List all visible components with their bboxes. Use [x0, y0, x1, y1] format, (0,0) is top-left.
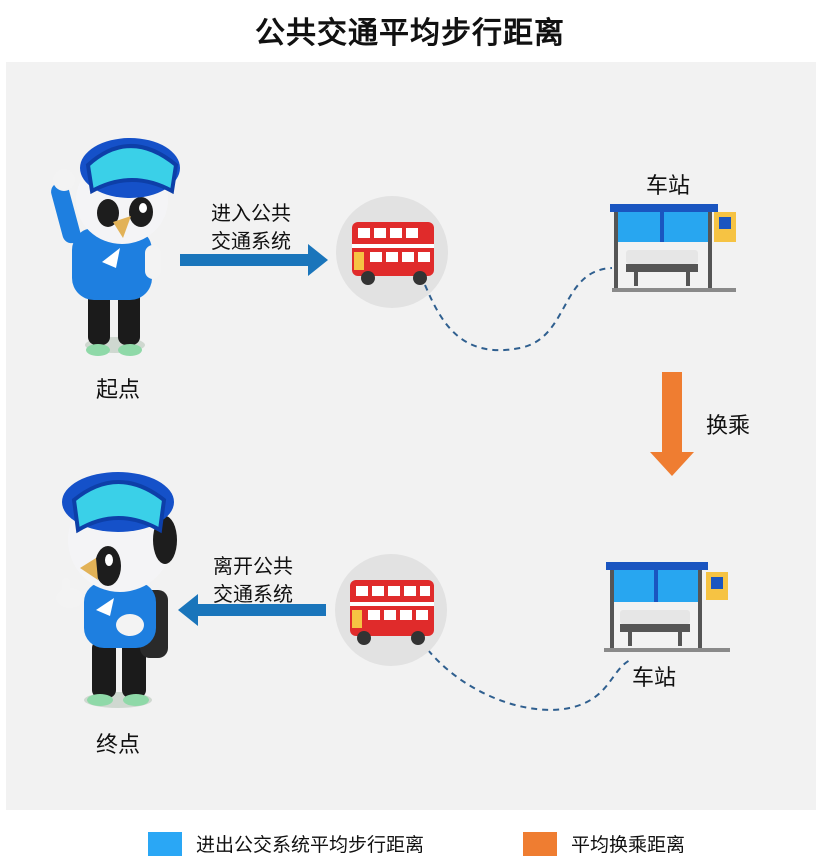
exit-label-line1: 离开公共: [213, 554, 293, 578]
legend-swatch-blue: [148, 831, 182, 856]
enter-label: 进入公共 交通系统: [186, 199, 316, 255]
exit-label-line2: 交通系统: [213, 582, 293, 606]
station-top-label: 车站: [646, 174, 691, 199]
walk-path-top: [424, 267, 613, 351]
diagram-title: 公共交通平均步行距离: [255, 16, 565, 51]
enter-label-line1: 进入公共: [211, 201, 291, 225]
legend-label-transfer: 平均换乘距离: [571, 834, 686, 856]
start-mascot-icon: [51, 138, 180, 356]
bus-bottom-icon: [335, 554, 447, 666]
station-bottom-label: 车站: [632, 666, 677, 691]
station-bottom-icon: [604, 562, 730, 652]
walk-path-bottom: [427, 649, 631, 711]
legend-swatch-orange: [523, 831, 557, 856]
end-mascot-icon: [56, 472, 177, 708]
exit-arrow: [178, 594, 326, 626]
legend-item-walk: 进出公交系统平均步行距离: [148, 830, 424, 857]
legend-label-walk: 进出公交系统平均步行距离: [196, 834, 425, 856]
transfer-arrow: [650, 372, 694, 476]
legend-item-transfer: 平均换乘距离: [523, 830, 685, 857]
start-label: 起点: [96, 378, 141, 403]
enter-arrow: [180, 244, 328, 276]
end-label: 终点: [96, 733, 141, 758]
enter-label-line2: 交通系统: [211, 229, 291, 253]
transfer-label: 换乘: [706, 414, 751, 439]
bus-top-icon: [336, 196, 448, 308]
exit-label: 离开公共 交通系统: [188, 552, 318, 608]
station-top-icon: [610, 204, 736, 292]
